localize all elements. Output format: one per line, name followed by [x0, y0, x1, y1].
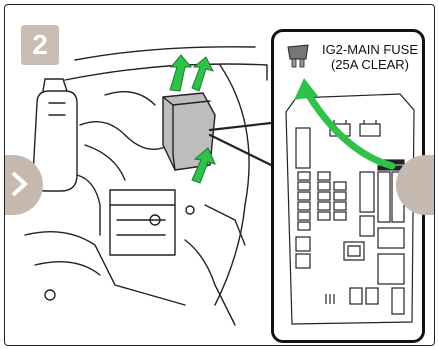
- chevron-left-icon: [11, 171, 28, 197]
- fuse-label: IG2-MAIN FUSE (25A CLEAR): [315, 42, 425, 72]
- step-number-badge: 2: [21, 25, 59, 65]
- fuse-name: IG2-MAIN FUSE: [321, 42, 419, 57]
- fuse-box-diagram: [285, 78, 415, 325]
- fuse-icon: [287, 44, 309, 68]
- instruction-frame: 2: [4, 4, 435, 346]
- engine-bay-illustration: [24, 46, 273, 326]
- fuse-spec: (25A CLEAR): [330, 57, 410, 72]
